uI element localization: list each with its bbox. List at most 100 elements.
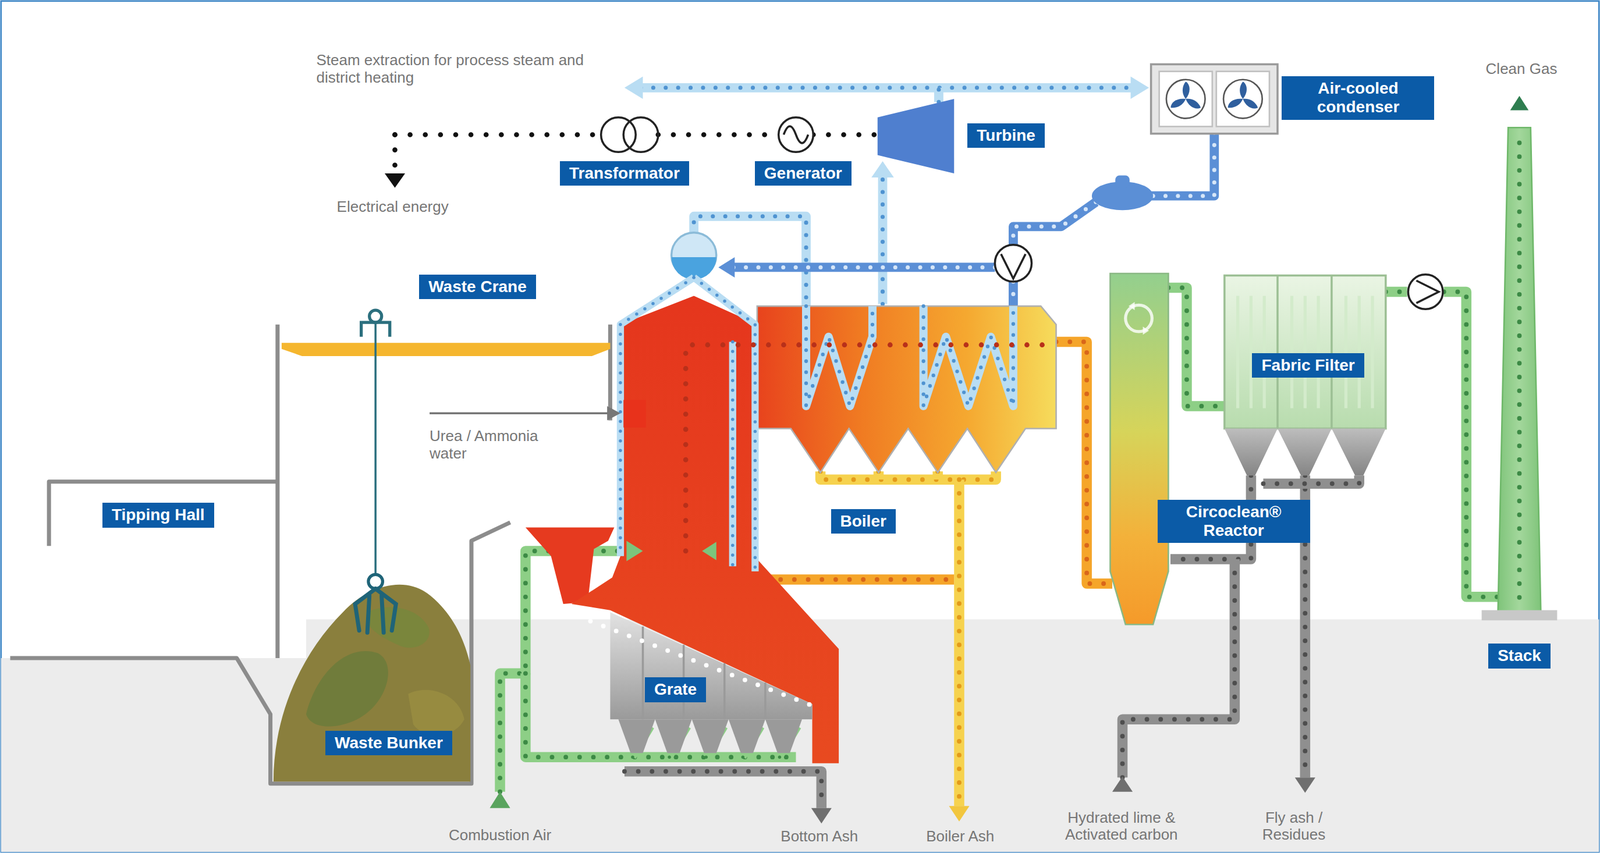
pipe-dots — [731, 341, 735, 567]
air-cooled-condenser — [1223, 79, 1263, 119]
fabric-filter — [1370, 296, 1374, 409]
building-outline — [10, 324, 611, 784]
waste-pile — [306, 651, 389, 727]
flow-arrowhead — [871, 161, 894, 178]
grate — [618, 719, 655, 754]
equipment-name: Generator — [764, 164, 843, 183]
building-outline — [10, 522, 511, 784]
equipment-label: Tipping Hall — [102, 502, 215, 528]
circoclean-reactor — [1109, 273, 1169, 625]
air-cooled-condenser — [1151, 64, 1278, 134]
waste-pile — [366, 607, 430, 648]
equipment-label: Grate — [644, 677, 707, 702]
flow-arrowhead — [718, 257, 735, 278]
generator-symbol — [778, 117, 814, 153]
fabric-filter — [1357, 296, 1361, 409]
fabric-filter — [1276, 275, 1279, 429]
air-cooled-condenser — [1166, 79, 1206, 119]
grate — [764, 682, 767, 720]
waste-crane — [368, 574, 383, 590]
waste-pile — [273, 584, 471, 782]
pipe-dots — [806, 306, 873, 407]
flow-arrowhead — [1510, 96, 1529, 111]
flow-arrowhead — [1295, 777, 1316, 793]
fabric-filter — [1224, 275, 1386, 429]
pipe — [620, 277, 694, 557]
generator-symbol — [783, 126, 808, 144]
equipment-name: Waste Bunker — [334, 733, 443, 753]
waste-crane — [355, 589, 396, 633]
pipe-dots — [693, 277, 755, 572]
pipe-dots — [1151, 132, 1215, 197]
building-outline — [275, 324, 280, 659]
flow-arrowhead — [1112, 776, 1133, 792]
urea-injection — [429, 399, 647, 428]
pipe — [693, 277, 755, 572]
waste-pile — [273, 584, 471, 782]
fabric-filter — [1290, 296, 1294, 409]
equipment-name: Transformator — [569, 164, 680, 183]
fabric-filter — [1303, 296, 1307, 409]
air-cooled-condenser — [1182, 81, 1190, 99]
flow-label: Hydrated lime & Activated carbon — [1045, 809, 1198, 845]
waste-crane — [374, 322, 377, 575]
equipment-name: Circoclean® Reactor — [1166, 502, 1301, 541]
equipment-label: Generator — [754, 161, 852, 186]
feedwater-tank — [1115, 175, 1130, 188]
pipe — [1151, 132, 1215, 197]
pipe — [753, 574, 954, 585]
circoclean-reactor — [1109, 273, 1169, 625]
air-cooled-condenser — [1166, 79, 1206, 119]
air-cooled-condenser — [1239, 81, 1247, 99]
circoclean-reactor — [1143, 326, 1150, 335]
boiler-body — [757, 306, 1057, 473]
flow-label: Boiler Ash — [926, 828, 995, 846]
fabric-filter — [1316, 296, 1320, 409]
fabric-filter — [1224, 428, 1386, 477]
pipe-dots — [392, 134, 398, 172]
grate — [723, 663, 726, 720]
flow-arrowhead — [624, 76, 644, 100]
fan-symbol — [1407, 274, 1443, 310]
fan-symbol — [1407, 274, 1443, 310]
air-cooled-condenser — [1183, 96, 1203, 112]
waste-crane — [281, 342, 611, 357]
pipe — [1444, 292, 1500, 598]
equipment-label: Waste Bunker — [325, 731, 453, 756]
pipe-dots — [1013, 201, 1096, 246]
generator-symbol — [778, 117, 814, 153]
circoclean-reactor — [1128, 302, 1135, 311]
air-cooled-condenser — [1223, 79, 1263, 119]
urea-injection — [429, 412, 610, 415]
feedwater-tank — [1091, 175, 1154, 211]
flow-label: Electrical energy — [336, 198, 449, 216]
stack — [1481, 127, 1558, 621]
transformer-symbol — [623, 117, 659, 153]
fabric-filter — [1236, 296, 1240, 409]
pipe-dots — [1010, 281, 1016, 307]
pipe — [1056, 341, 1113, 584]
fabric-filter — [1237, 296, 1373, 409]
urea-injection — [623, 399, 647, 428]
pump-symbol — [994, 245, 1032, 282]
pipe-dots — [820, 471, 997, 480]
equipment-label: Fabric Filter — [1251, 353, 1364, 378]
flow-arrowhead — [948, 806, 970, 822]
pipe — [1263, 475, 1360, 484]
pipe-dots — [1444, 292, 1500, 598]
equipment-label: Boiler — [831, 509, 896, 534]
pipe-dots — [730, 265, 995, 270]
pipe-dots — [1517, 143, 1523, 603]
pipe — [806, 306, 873, 407]
waste-crane — [369, 310, 382, 323]
air-cooled-condenser — [1240, 96, 1260, 112]
pipework — [394, 134, 1520, 708]
flow-label: Fly ash / Residues — [1244, 809, 1344, 845]
stack — [1498, 127, 1542, 613]
grate — [609, 612, 812, 720]
pump-symbol — [994, 245, 1032, 282]
grate — [765, 719, 803, 754]
circoclean-reactor — [1125, 304, 1153, 332]
grate — [728, 719, 766, 754]
